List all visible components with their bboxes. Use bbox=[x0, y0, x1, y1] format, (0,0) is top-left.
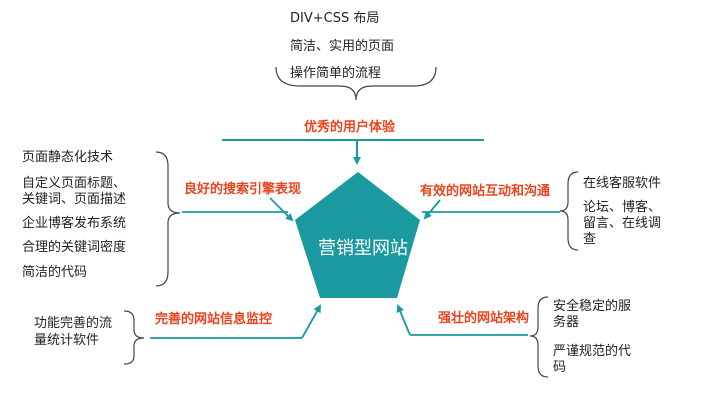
upper-right-brace bbox=[559, 171, 579, 251]
lower-left-brace bbox=[123, 310, 145, 365]
lower-left-label: 完善的网站信息监控 bbox=[155, 312, 273, 327]
lower-right-label: 强壮的网站架构 bbox=[438, 311, 530, 326]
upper-left-brace bbox=[155, 151, 181, 287]
upper-right-item: 在线客服软件 bbox=[583, 176, 662, 191]
center-label: 营销型网站 bbox=[318, 238, 408, 259]
top-label: 优秀的用户体验 bbox=[304, 120, 396, 135]
upper-left-arrow-head bbox=[269, 197, 294, 222]
upper-right-label: 有效的网站互动和沟通 bbox=[420, 184, 551, 199]
lower-right-item: 务器 bbox=[553, 315, 580, 330]
top-brace bbox=[275, 66, 437, 101]
center-pentagon bbox=[295, 172, 420, 298]
lower-right-arrow-head bbox=[396, 304, 411, 336]
lower-left-arrow-head bbox=[301, 304, 321, 339]
lower-left-item: 功能完善的流 bbox=[34, 316, 113, 331]
upper-right-item: 查 bbox=[583, 232, 597, 247]
top-item: 操作简单的流程 bbox=[290, 66, 382, 81]
lower-right-brace bbox=[529, 296, 549, 378]
upper-right-item: 留言、在线调 bbox=[583, 216, 662, 231]
upper-right-arrow-head bbox=[423, 199, 441, 220]
top-item: DIV+CSS 布局 bbox=[290, 11, 380, 26]
top-item: 简洁、实用的页面 bbox=[290, 39, 395, 54]
upper-right-item: 论坛、博客、 bbox=[583, 200, 662, 215]
upper-left-item: 关键词、页面描述 bbox=[22, 192, 127, 207]
upper-left-item: 企业博客发布系统 bbox=[22, 216, 127, 231]
upper-left-item: 自定义页面标题、 bbox=[22, 176, 127, 191]
lower-right-item: 码 bbox=[553, 360, 567, 375]
lower-left-item: 量统计软件 bbox=[34, 333, 100, 348]
upper-left-item: 简洁的代码 bbox=[22, 265, 88, 280]
lower-right-item: 安全稳定的服 bbox=[553, 299, 632, 314]
upper-left-item: 页面静态化技术 bbox=[22, 150, 114, 165]
upper-left-item: 合理的关键词密度 bbox=[22, 240, 127, 255]
upper-left-label: 良好的搜索引擎表现 bbox=[184, 182, 302, 197]
lower-right-item: 严谨规范的代 bbox=[553, 344, 632, 359]
